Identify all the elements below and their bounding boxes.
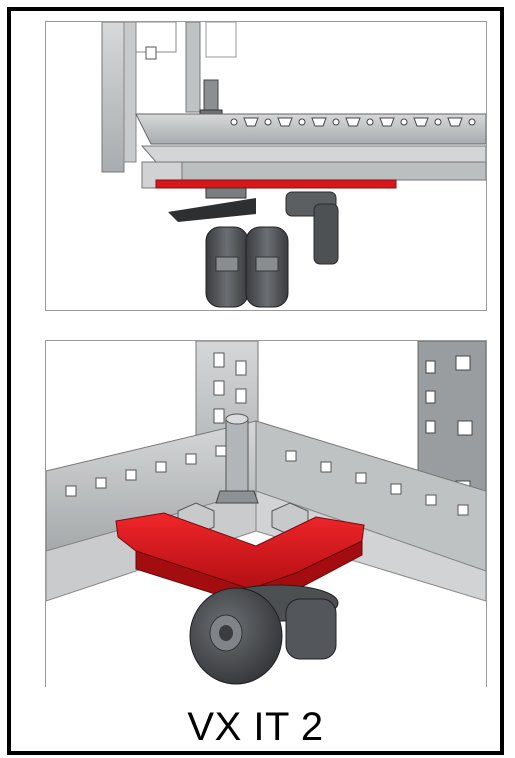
product-caption: VX IT 2 [187, 705, 324, 749]
page-frame: VX IT 2 [7, 7, 504, 755]
caster-side-view-figure [45, 21, 487, 311]
caster-corner-bracket-figure [45, 340, 487, 687]
